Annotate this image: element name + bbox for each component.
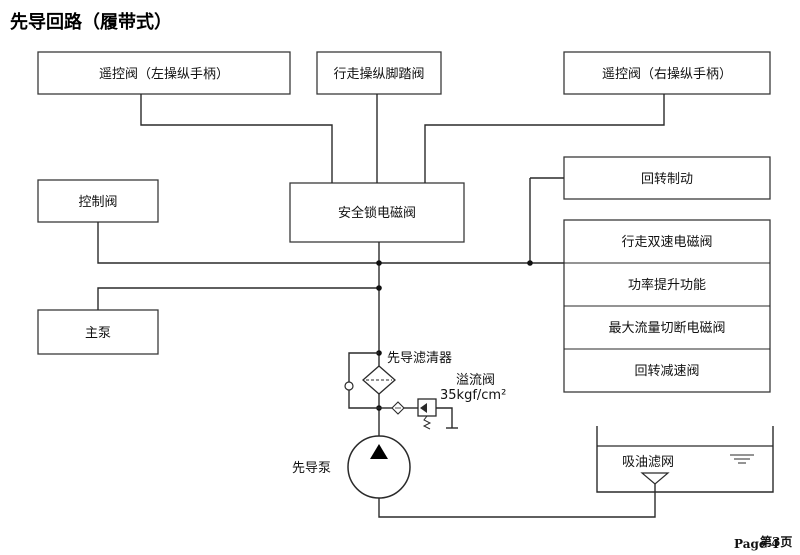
suction-filter-label: 吸油滤网 xyxy=(622,455,674,470)
solenoid-item-travel-speed: 行走双速电磁阀 xyxy=(621,235,712,250)
safety-lock-label: 安全锁电磁阀 xyxy=(338,205,416,221)
remote-right-label: 遥控阀（右操纵手柄） xyxy=(602,66,732,82)
control-valve-block: 控制阀 xyxy=(37,179,159,223)
main-pump-block: 主泵 xyxy=(37,309,159,355)
page-title: 先导回路（履带式） xyxy=(10,11,172,33)
pilot-pump-label: 先导泵 xyxy=(292,461,331,476)
remote-right-block: 遥控阀（右操纵手柄） xyxy=(563,51,771,95)
travel-pedal-block: 行走操纵脚踏阀 xyxy=(316,51,442,95)
pilot-filter-symbol xyxy=(344,352,396,409)
relief-pressure-label: 35kgf/cm² xyxy=(440,388,506,403)
swing-brake-label: 回转制动 xyxy=(641,172,693,187)
solenoid-item-power-boost: 功率提升功能 xyxy=(628,277,706,293)
control-valve-label: 控制阀 xyxy=(78,195,117,210)
safety-lock-block: 安全锁电磁阀 xyxy=(289,182,465,243)
relief-valve-symbol xyxy=(379,398,458,430)
pilot-pump-symbol xyxy=(347,435,411,499)
pilot-filter-label: 先导滤清器 xyxy=(387,351,452,366)
main-pump-label: 主泵 xyxy=(85,326,111,341)
solenoid-item-max-flow-cut: 最大流量切断电磁阀 xyxy=(608,321,725,336)
connection-lines xyxy=(97,94,665,518)
junction-dots xyxy=(376,260,533,411)
remote-left-label: 遥控阀（左操纵手柄） xyxy=(99,66,229,82)
relief-valve-label: 溢流阀 xyxy=(456,373,495,388)
travel-pedal-label: 行走操纵脚踏阀 xyxy=(333,66,424,82)
hydraulic-tank xyxy=(596,426,774,493)
page-number-suffix: 第3页 xyxy=(760,534,792,549)
suction-filter-symbol xyxy=(640,472,670,490)
page-number: Page 4 xyxy=(734,537,779,551)
swing-brake-block: 回转制动 xyxy=(563,156,771,200)
solenoid-item-swing-decel: 回转减速阀 xyxy=(634,364,699,379)
remote-left-block: 遥控阀（左操纵手柄） xyxy=(37,51,291,95)
solenoid-group-block: 行走双速电磁阀 功率提升功能 最大流量切断电磁阀 回转减速阀 xyxy=(563,219,771,393)
